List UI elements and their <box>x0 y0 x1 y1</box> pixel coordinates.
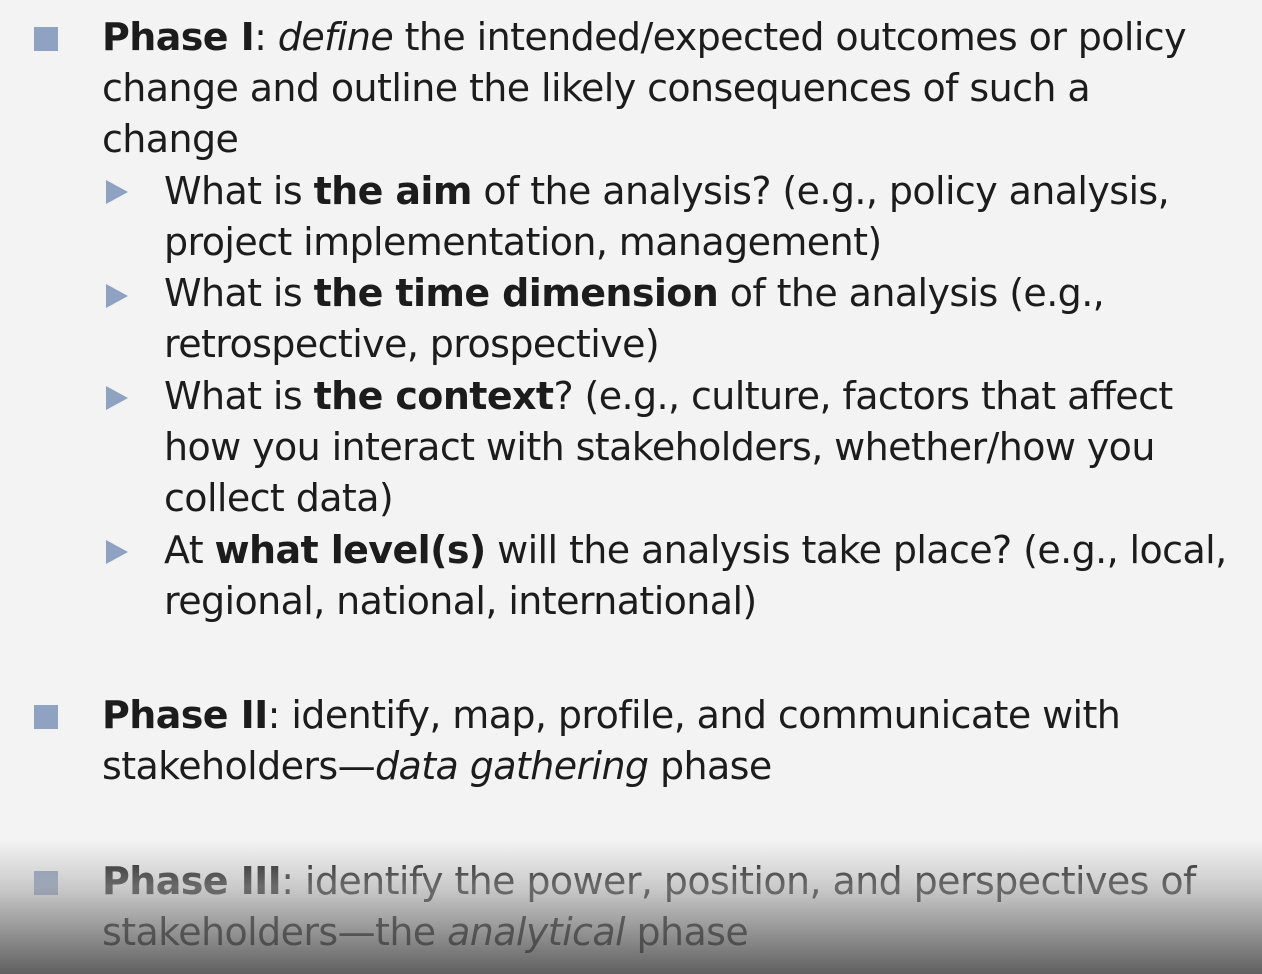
phase1-sep: : <box>254 15 278 59</box>
phase3-line2: stakeholders—the analytical phase <box>102 907 1252 958</box>
sub2-bold: the time dimension <box>313 271 719 315</box>
sub3-post: ? (e.g., culture, factors that affect <box>553 374 1173 418</box>
phase2-text: Phase II: identify, map, profile, and co… <box>102 690 1252 792</box>
sub4-bold: what level(s) <box>214 528 487 572</box>
phase3-line2-post: phase <box>624 910 749 954</box>
sub2-line2: retrospective, prospective) <box>164 322 660 366</box>
phase1-text: Phase I: define the intended/expected ou… <box>102 12 1252 165</box>
sub1-text: What is the aim of the analysis? (e.g., … <box>164 166 1262 268</box>
phase3-text: Phase III: identify the power, position,… <box>102 856 1252 958</box>
phase1-line1: Phase I: define the intended/expected ou… <box>102 12 1252 63</box>
phase2-line2: stakeholders—data gathering phase <box>102 741 1252 792</box>
sub4-post: will the analysis take place? (e.g., loc… <box>485 528 1227 572</box>
sub1-pre: What is <box>164 169 314 213</box>
phase3-line1-rest: : identify the power, position, and pers… <box>281 859 1196 903</box>
sub3-line3: collect data) <box>164 476 394 520</box>
sub4-line2: regional, national, international) <box>164 579 757 623</box>
phase3-bullet-square-icon <box>34 871 58 895</box>
phase2-label: Phase II <box>102 693 268 737</box>
sub3-line2: how you interact with stakeholders, whet… <box>164 425 1155 469</box>
sub1-post: of the analysis? (e.g., policy analysis, <box>471 169 1170 213</box>
sub1-line1: What is the aim of the analysis? (e.g., … <box>164 166 1262 217</box>
sub3-bold: the context <box>313 374 555 418</box>
phase2-line1-rest: : identify, map, profile, and communicat… <box>267 693 1121 737</box>
sub3-pre: What is <box>164 374 314 418</box>
sub3-bullet-triangle-icon <box>106 386 128 410</box>
phase1-verb: define <box>277 15 394 59</box>
phase1-line3: change <box>102 117 239 161</box>
sub4-text: At what level(s) will the analysis take … <box>164 525 1262 627</box>
phase1-line2: change and outline the likely consequenc… <box>102 66 1091 110</box>
phase2-line2-italic: data gathering <box>375 744 649 788</box>
sub2-post: of the analysis (e.g., <box>718 271 1105 315</box>
sub4-pre: At <box>164 528 215 572</box>
sub1-bullet-triangle-icon <box>106 180 128 204</box>
phase1-line1-rest: the intended/expected outcomes or policy <box>393 15 1187 59</box>
sub4-line1: At what level(s) will the analysis take … <box>164 525 1262 576</box>
phase3-line1: Phase III: identify the power, position,… <box>102 856 1252 907</box>
phase3-label: Phase III <box>102 859 282 903</box>
sub3-line1: What is the context? (e.g., culture, fac… <box>164 371 1262 422</box>
phase1-bullet-square-icon <box>34 27 58 51</box>
phase2-bullet-square-icon <box>34 705 58 729</box>
phase2-line1: Phase II: identify, map, profile, and co… <box>102 690 1252 741</box>
phase1-label: Phase I <box>102 15 255 59</box>
phase3-line2-pre: stakeholders—the <box>102 910 448 954</box>
sub2-line1: What is the time dimension of the analys… <box>164 268 1262 319</box>
sub1-bold: the aim <box>313 169 473 213</box>
sub1-line2: project implementation, management) <box>164 220 882 264</box>
sub2-text: What is the time dimension of the analys… <box>164 268 1262 370</box>
sub2-bullet-triangle-icon <box>106 284 128 308</box>
phase3-line2-italic: analytical <box>447 910 626 954</box>
sub3-text: What is the context? (e.g., culture, fac… <box>164 371 1262 524</box>
phase2-line2-post: phase <box>648 744 772 788</box>
sub4-bullet-triangle-icon <box>106 540 128 564</box>
sub2-pre: What is <box>164 271 314 315</box>
phase2-line2-pre: stakeholders— <box>102 744 376 788</box>
